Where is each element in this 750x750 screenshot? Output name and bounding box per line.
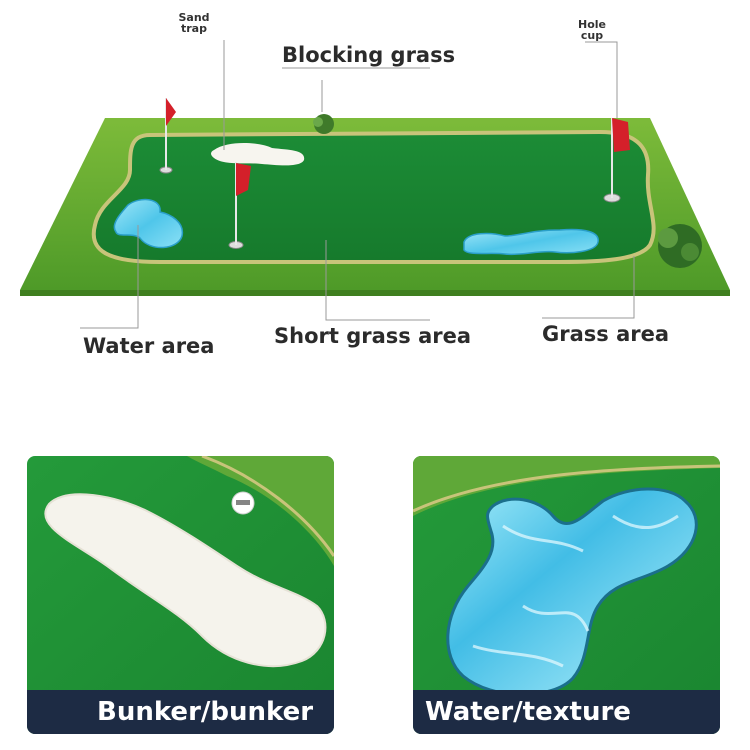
bunker-caption-bar: Bunker/bunker	[27, 690, 334, 734]
water-area-left	[113, 198, 184, 249]
label-hole-cup-line1: Hole	[578, 18, 606, 31]
sand-trap	[211, 143, 305, 166]
bunker-sand	[44, 493, 327, 668]
label-grass-area: Grass area	[542, 322, 670, 346]
short-grass-surface	[91, 129, 656, 264]
bush-icon	[658, 224, 702, 268]
bunker-panel: Bunker/bunker	[27, 456, 334, 734]
leader-lines	[80, 40, 635, 329]
label-sand-trap-line1: Sand	[178, 11, 210, 24]
water-pond	[446, 487, 698, 697]
label-water-area: Water area	[83, 334, 215, 358]
flag-icon	[165, 98, 176, 170]
water-panel: Water/texture	[413, 456, 720, 734]
mat-edge	[20, 290, 730, 296]
label-hole-cup: Hole cup	[572, 19, 612, 41]
bunker-closeup	[27, 456, 334, 734]
label-sand-trap-line2: trap	[181, 22, 207, 35]
putting-green-illustration	[20, 40, 730, 329]
bush-icon	[313, 114, 334, 134]
water-closeup	[413, 456, 720, 734]
label-short-grass-area: Short grass area	[274, 324, 472, 348]
flag-icon	[235, 162, 251, 245]
bunker-caption: Bunker/bunker	[97, 697, 314, 727]
water-caption: Water/texture	[425, 697, 631, 727]
water-area-right	[463, 228, 599, 256]
golf-ball-icon	[231, 491, 255, 515]
label-blocking-grass: Blocking grass	[282, 43, 456, 67]
label-sand-trap: Sand trap	[174, 12, 214, 34]
label-hole-cup-line2: cup	[580, 29, 604, 42]
water-caption-bar: Water/texture	[413, 690, 720, 734]
flag-icon	[611, 118, 630, 198]
